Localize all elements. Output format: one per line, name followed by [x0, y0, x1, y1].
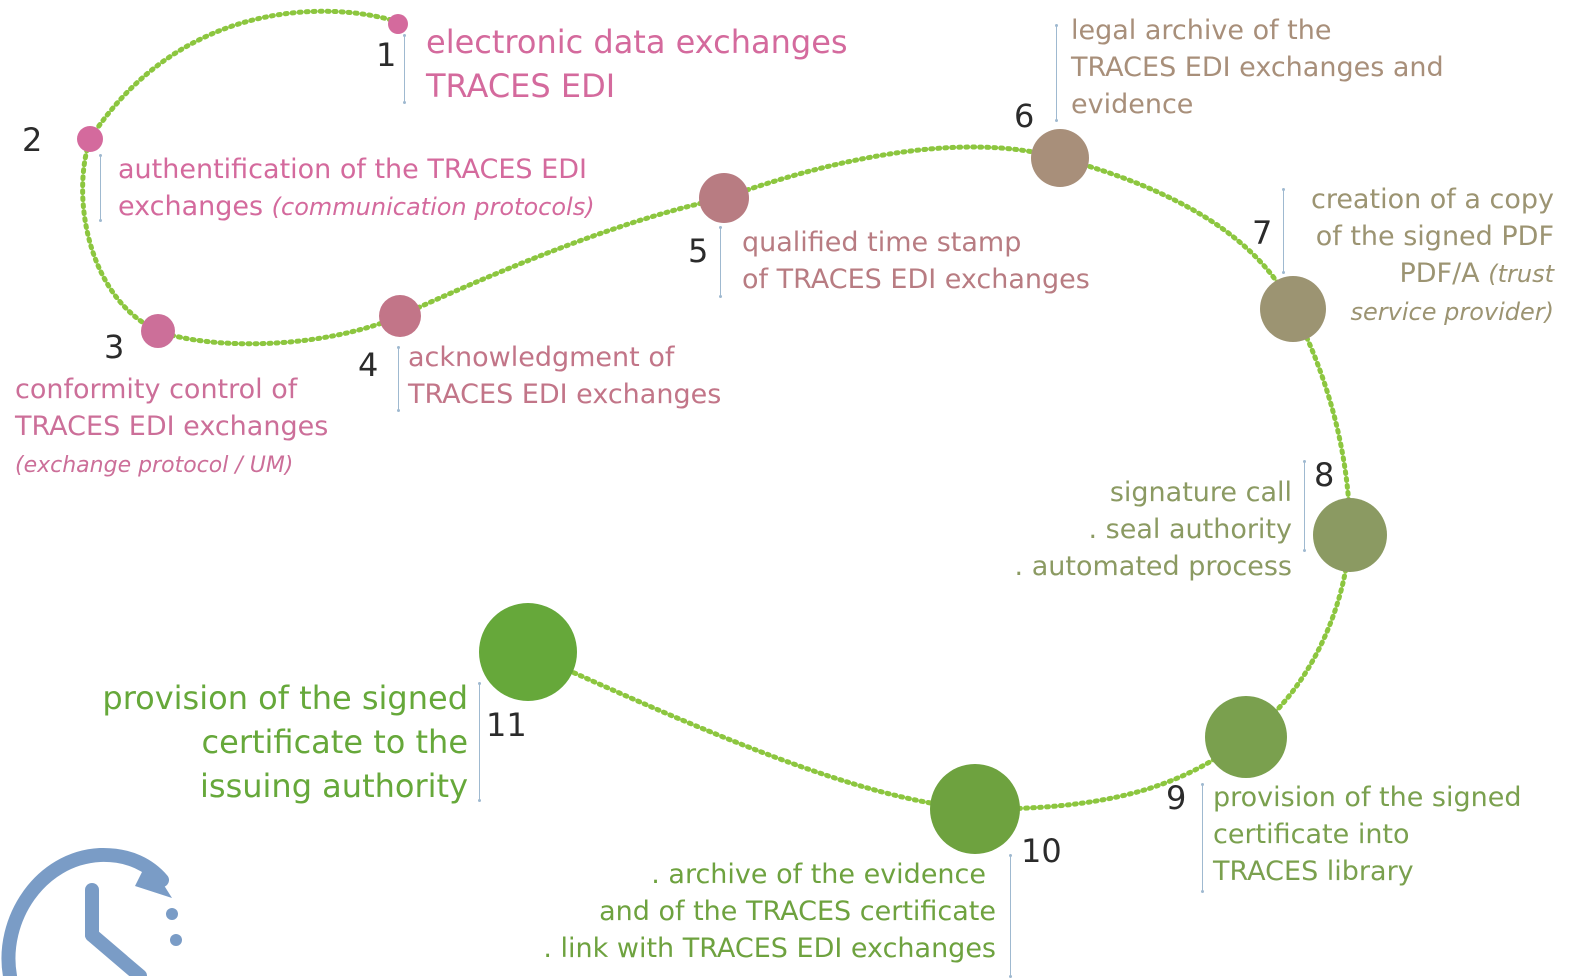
- step-4-number: 4: [358, 346, 379, 384]
- step-2-dot: [77, 126, 103, 152]
- step-1-dot: [388, 14, 408, 34]
- step-1-number: 1: [376, 36, 397, 74]
- clock-icon: [1, 847, 182, 976]
- step-4-dot: [379, 295, 421, 337]
- step-10-dot: [930, 764, 1020, 854]
- step-5-number: 5: [688, 232, 709, 270]
- step-11-number: 11: [486, 706, 527, 744]
- step-9-dot: [1205, 696, 1287, 778]
- step-8-dot: [1313, 498, 1387, 572]
- step-7-dot: [1260, 276, 1326, 342]
- step-2-label: authentification of the TRACES EDI excha…: [118, 154, 595, 222]
- step-9-number: 9: [1166, 779, 1187, 817]
- step-6-dot: [1031, 129, 1089, 187]
- step-7-number: 7: [1252, 214, 1273, 252]
- step-5-dot: [699, 173, 749, 223]
- step-11-dot: [479, 603, 577, 701]
- step-3-number: 3: [104, 328, 125, 366]
- step-8-label: signature call. seal authority. automate…: [1014, 477, 1292, 582]
- step-2-number: 2: [22, 121, 43, 159]
- step-7-label: creation of a copy of the signed PDF PDF…: [1310, 184, 1554, 326]
- step-6-number: 6: [1014, 97, 1035, 135]
- step-10-number: 10: [1021, 832, 1062, 870]
- step-8-number: 8: [1314, 456, 1335, 494]
- step-3-dot: [141, 314, 175, 348]
